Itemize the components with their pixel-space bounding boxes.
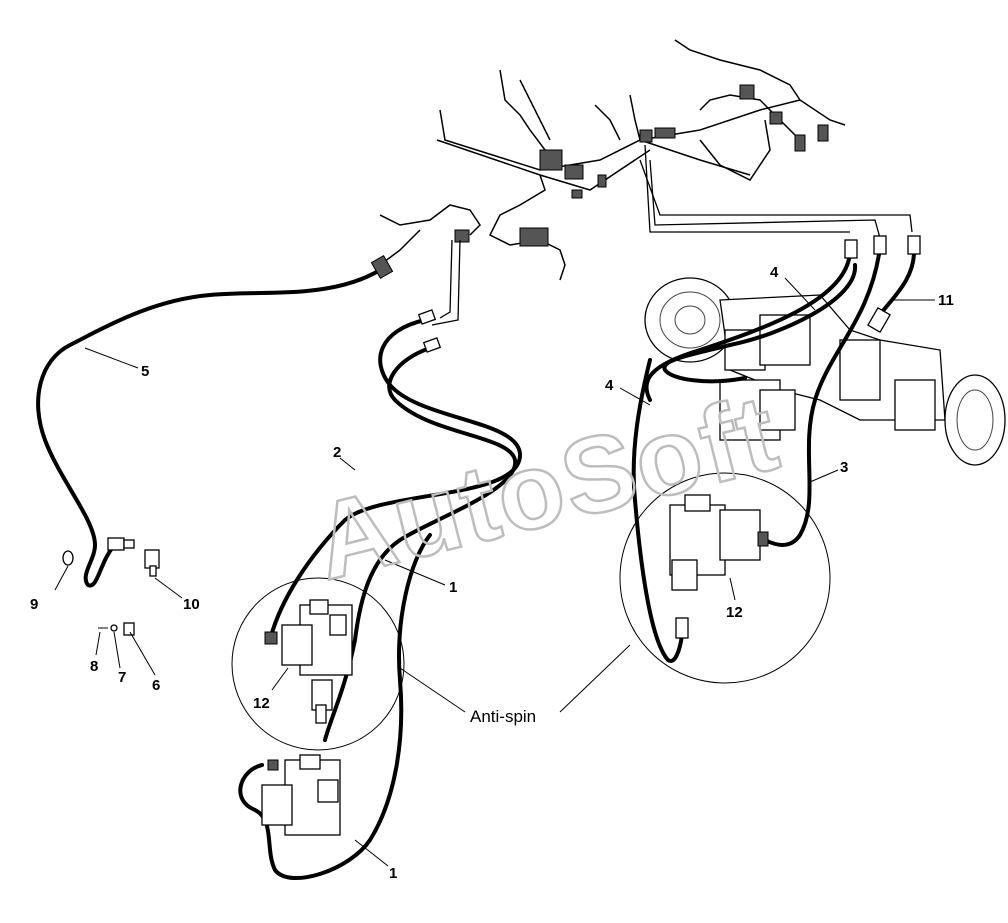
callout-labels: 5 2 1 1 4 4 3 11 10 9 8 7 6 12 12 Anti-s… <box>30 264 954 882</box>
callout-11: 11 <box>938 292 954 309</box>
callout-9: 9 <box>30 596 38 613</box>
cable-11 <box>867 235 921 334</box>
callout-3: 3 <box>840 459 848 476</box>
callout-7: 7 <box>118 669 126 686</box>
callout-12-left: 12 <box>253 695 270 712</box>
cable-5 <box>36 255 394 588</box>
anti-spin-label: Anti-spin <box>470 707 536 726</box>
callout-10: 10 <box>183 596 200 613</box>
cable-1 <box>238 533 432 880</box>
main-harness <box>379 39 846 281</box>
callout-1-upper: 1 <box>449 579 457 596</box>
cable-3 <box>631 235 887 663</box>
callout-4-upper: 4 <box>770 264 779 281</box>
small-parts <box>62 549 160 636</box>
callout-12-right: 12 <box>726 604 743 621</box>
cable-4 <box>644 239 858 402</box>
callout-6: 6 <box>152 677 160 694</box>
leader-lines <box>54 277 935 867</box>
left-detail <box>231 577 405 751</box>
callout-2: 2 <box>333 444 341 461</box>
callout-5: 5 <box>141 363 149 380</box>
harness-branches <box>431 144 913 326</box>
callout-8: 8 <box>90 658 98 675</box>
right-detail <box>619 472 831 684</box>
bottom-pump <box>261 754 341 836</box>
callout-1-lower: 1 <box>389 865 397 882</box>
callout-4-lower: 4 <box>605 377 614 394</box>
cable-2 <box>268 309 522 742</box>
